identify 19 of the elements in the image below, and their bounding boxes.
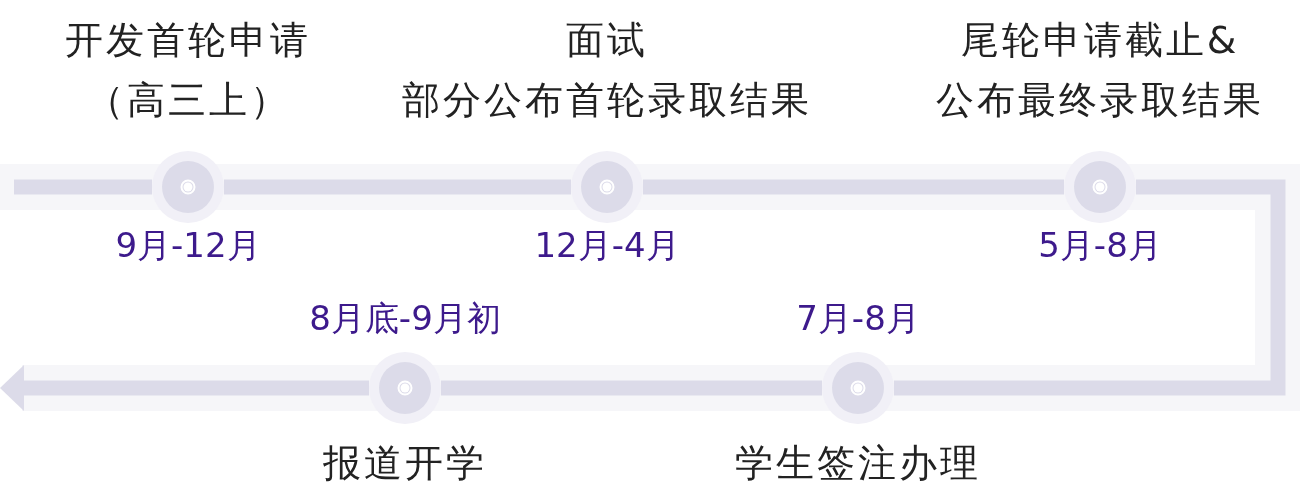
- milestone-title: 面试: [566, 21, 648, 59]
- track-line: [894, 179, 1286, 396]
- arrow: [0, 365, 369, 411]
- milestone-title: 公布最终录取结果: [936, 81, 1264, 119]
- date-range: 5月-8月: [1038, 228, 1162, 262]
- date-range: 7月-8月: [796, 301, 920, 335]
- date-range: 8月底-9月初: [309, 301, 501, 335]
- milestone-title: 开发首轮申请: [65, 21, 311, 59]
- date-range: 12月-4月: [534, 228, 680, 262]
- milestone-title: （高三上）: [85, 81, 291, 119]
- milestone-title: 部分公布首轮录取结果: [402, 81, 812, 119]
- date-range: 9月-12月: [115, 228, 261, 262]
- track-line: [224, 179, 571, 195]
- milestone-title: 尾轮申请截止&: [960, 21, 1240, 59]
- milestone-title: 学生签注办理: [735, 444, 981, 482]
- track-line: [14, 179, 152, 195]
- milestone-title: 报道开学: [323, 444, 487, 482]
- track-line: [441, 380, 822, 396]
- track-line: [643, 179, 1064, 195]
